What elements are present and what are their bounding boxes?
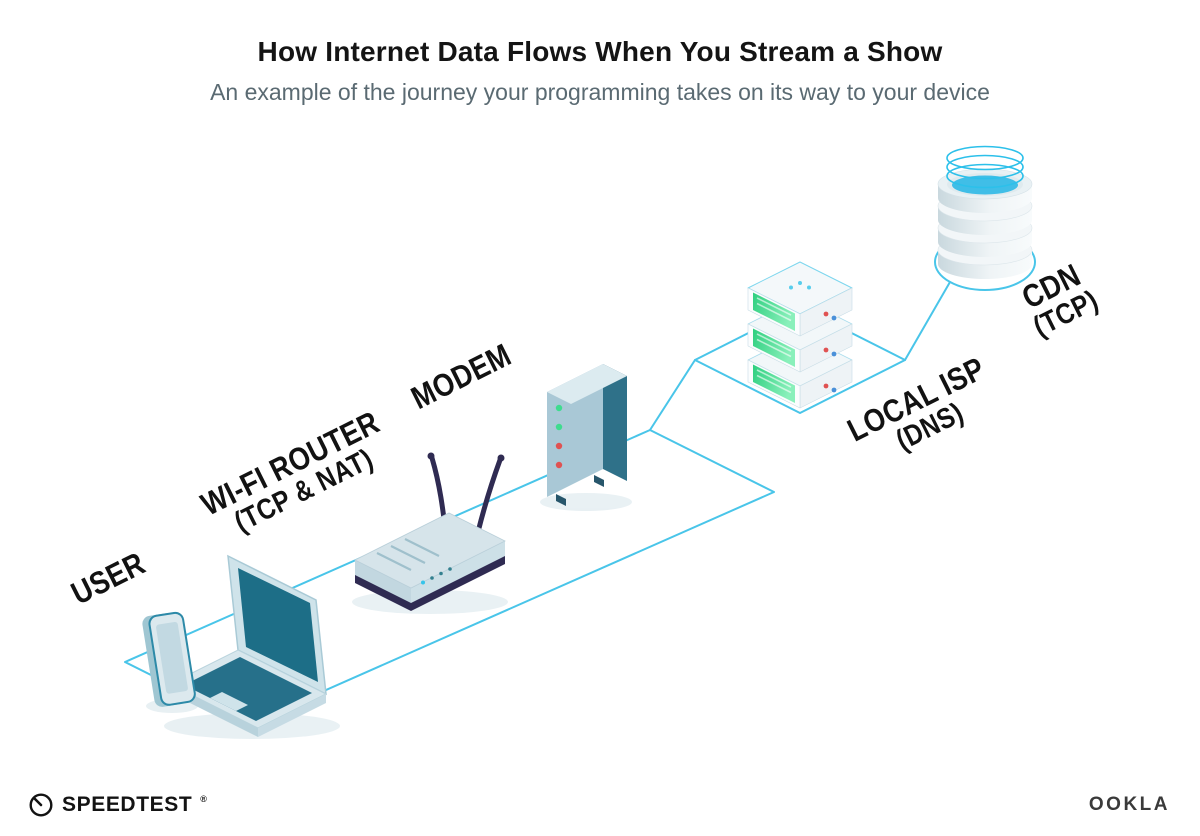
wifi-router-icon — [354, 512, 506, 611]
cdn-water-surface — [952, 175, 1018, 195]
flow-connector-modem-isp — [649, 359, 696, 431]
speedtest-logo: SPEEDTEST ® — [28, 792, 208, 818]
smartphone-icon — [142, 611, 196, 707]
header: How Internet Data Flows When You Stream … — [0, 36, 1200, 106]
cdn-coil-rings — [946, 145, 1024, 189]
modem-status-leds — [555, 404, 563, 469]
modem-node — [547, 364, 627, 506]
laptop-icon — [168, 554, 328, 737]
footer: SPEEDTEST ® OOKLA — [28, 792, 1170, 818]
database-stack-icon — [937, 145, 1033, 279]
speedtest-gauge-icon — [29, 793, 53, 817]
server-unit — [747, 261, 853, 337]
server-rack-icon — [747, 261, 853, 409]
modem-label: MODEM — [406, 337, 517, 416]
ookla-logo: OOKLA — [1089, 794, 1170, 816]
cdn-node — [937, 145, 1033, 279]
ookla-wordmark: OOKLA — [1088, 794, 1170, 815]
flow-connector-isp-cdn — [904, 281, 951, 361]
speedtest-wordmark: SPEEDTEST — [62, 793, 193, 816]
user-node — [142, 554, 328, 737]
page-subtitle: An example of the journey your programmi… — [210, 79, 990, 105]
speedtest-trademark: ® — [200, 794, 208, 804]
wifi-router-node — [354, 452, 506, 611]
modem-icon — [547, 364, 627, 506]
page-title: How Internet Data Flows When You Stream … — [257, 36, 943, 67]
local-isp-node — [747, 261, 853, 409]
user-label: USER — [66, 546, 151, 612]
